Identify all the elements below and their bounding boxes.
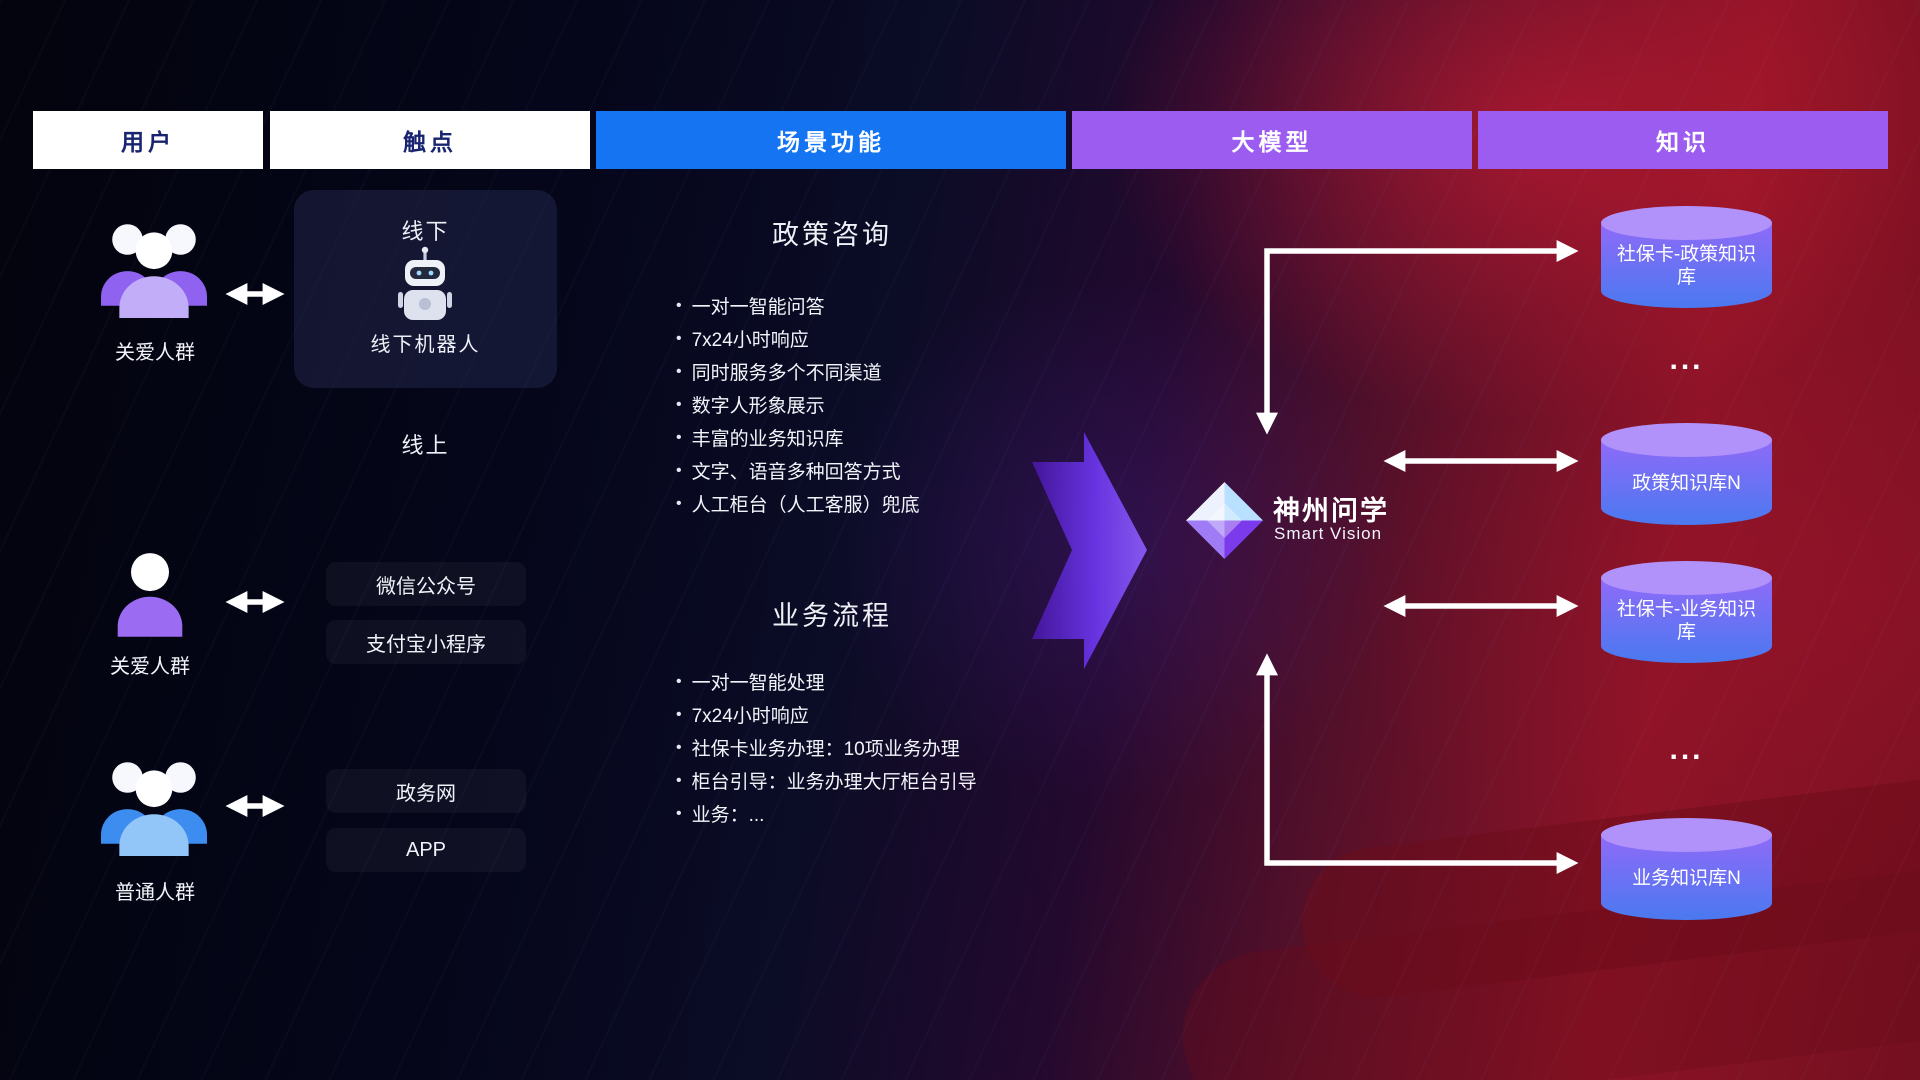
robot-icon <box>398 246 452 320</box>
user-group2-label: 普通人群 <box>115 882 195 904</box>
channel-app: APP <box>326 828 526 872</box>
policy-section-title: 政策咨询 <box>772 220 892 250</box>
flow-arrow-icon <box>1032 432 1147 669</box>
database-label: 业务知识库N <box>1632 867 1741 889</box>
database-label: 政策知识库N <box>1632 472 1741 494</box>
channel-alipay: 支付宝小程序 <box>326 620 526 664</box>
header-user: 用户 <box>33 111 263 169</box>
header-knowledge: 知识 <box>1478 111 1888 169</box>
list-item: 一对一智能问答 <box>676 289 920 322</box>
business-section-title: 业务流程 <box>772 601 892 631</box>
database-icon-db1: 社保卡-政策知识库 <box>1601 206 1772 308</box>
list-item: 一对一智能处理 <box>676 665 977 698</box>
list-item: 柜台引导：业务办理大厅柜台引导 <box>676 764 977 797</box>
database-top <box>1601 561 1772 595</box>
elbow-arrow-model-db1-icon <box>1256 240 1579 435</box>
database-top <box>1601 818 1772 852</box>
online-title: 线上 <box>401 433 450 458</box>
list-item: 人工柜台（人工客服）兜底 <box>676 487 920 520</box>
smart-vision-logo-icon <box>1186 482 1263 559</box>
database-top <box>1601 206 1772 240</box>
model-name: 神州问学 <box>1273 496 1389 526</box>
database-icon-db3: 社保卡-业务知识库 <box>1601 561 1772 663</box>
list-item: 丰富的业务知识库 <box>676 421 920 454</box>
list-item: 7x24小时响应 <box>676 322 920 355</box>
header-touchpoint: 触点 <box>270 111 590 169</box>
business-feature-list: 一对一智能处理 7x24小时响应 社保卡业务办理：10项业务办理 柜台引导：业务… <box>676 665 977 830</box>
channel-wechat: 微信公众号 <box>326 562 526 606</box>
database-icon-db2: 政策知识库N <box>1601 423 1772 525</box>
elbow-arrow-model-db4-icon <box>1256 653 1579 874</box>
header-model: 大模型 <box>1072 111 1472 169</box>
users-group-purple-icon <box>101 224 207 318</box>
list-item: 社保卡业务办理：10项业务办理 <box>676 731 977 764</box>
database-label: 社保卡-政策知识库 <box>1616 244 1757 288</box>
model-subtitle: Smart Vision <box>1274 524 1383 543</box>
database-top <box>1601 423 1772 457</box>
policy-feature-list: 一对一智能问答 7x24小时响应 同时服务多个不同渠道 数字人形象展示 丰富的业… <box>676 289 920 520</box>
offline-title: 线下 <box>401 219 450 244</box>
list-item: 业务：... <box>676 797 977 830</box>
user-single-label: 关爱人群 <box>110 656 190 678</box>
header-scenario: 场景功能 <box>596 111 1066 169</box>
knowledge-ellipsis: ... <box>1669 733 1704 766</box>
database-icon-db4: 业务知识库N <box>1601 818 1772 920</box>
users-group-blue-icon <box>101 762 207 856</box>
offline-touchpoint-card <box>294 190 557 388</box>
user-group1-label: 关爱人群 <box>115 342 195 364</box>
list-item: 同时服务多个不同渠道 <box>676 355 920 388</box>
user-single-icon <box>117 553 183 637</box>
database-label: 社保卡-业务知识库 <box>1616 599 1757 643</box>
list-item: 数字人形象展示 <box>676 388 920 421</box>
list-item: 7x24小时响应 <box>676 698 977 731</box>
channel-gov: 政务网 <box>326 769 526 813</box>
offline-robot-label: 线下机器人 <box>370 334 481 356</box>
knowledge-ellipsis: ... <box>1669 343 1704 376</box>
list-item: 文字、语音多种回答方式 <box>676 454 920 487</box>
